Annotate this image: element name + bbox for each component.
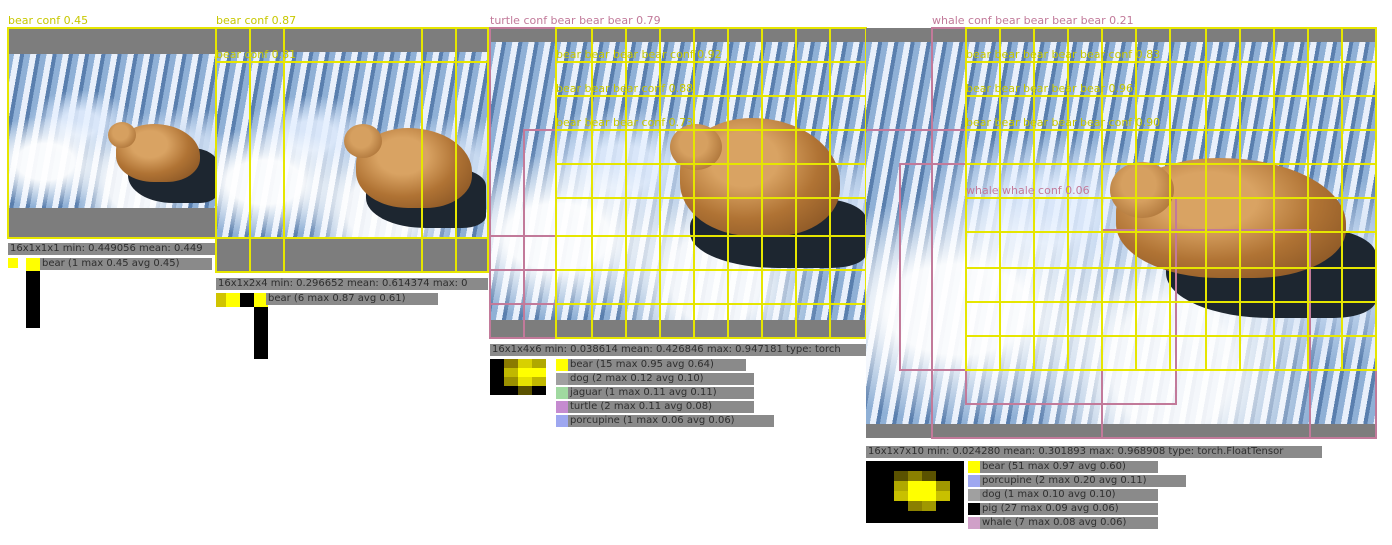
- legend-item: dog (2 max 0.12 avg 0.10): [556, 373, 754, 385]
- tensor-stats: 16x1x2x4 min: 0.296652 mean: 0.614374 ma…: [216, 278, 488, 290]
- legend-item: bear (6 max 0.87 avg 0.61): [254, 293, 438, 305]
- legend-item: pig (27 max 0.09 avg 0.06): [968, 503, 1158, 515]
- color-swatch: [28, 258, 40, 270]
- legend-item: bear (51 max 0.97 avg 0.60): [968, 461, 1158, 473]
- legend-text: dog (1 max 0.10 avg 0.10): [980, 489, 1158, 501]
- color-swatch: [968, 517, 980, 529]
- legend-item: jaguar (1 max 0.11 avg 0.11): [556, 387, 754, 399]
- detection-label: bear conf 0.81: [216, 48, 297, 61]
- color-swatch: [556, 415, 568, 427]
- detection-label: whale whale conf 0.06: [966, 184, 1090, 197]
- heatmap-4: [866, 461, 964, 523]
- detection-label: whale conf bear bear bear bear 0.21: [932, 14, 1134, 27]
- color-swatch: [968, 503, 980, 515]
- legend-text: bear (1 max 0.45 avg 0.45): [40, 258, 212, 270]
- detection-label: turtle conf bear bear bear 0.79: [490, 14, 661, 27]
- detection-label: bear conf 0.87: [216, 14, 297, 27]
- detection-label: bear bear bear bear bear 0.96: [966, 82, 1134, 95]
- color-swatch: [556, 401, 568, 413]
- detection-label: bear bear bear conf 0.88: [556, 82, 694, 95]
- detection-label: bear bear bear bear bear conf 0.90: [966, 116, 1161, 129]
- detection-label: bear bear bear bear conf 0.92: [556, 48, 722, 61]
- detection-label: bear bear bear conf 0.73: [556, 116, 694, 129]
- legend-text: porcupine (2 max 0.20 avg 0.11): [980, 475, 1186, 487]
- legend-item: bear (1 max 0.45 avg 0.45): [28, 258, 212, 270]
- legend-text: bear (6 max 0.87 avg 0.61): [266, 293, 438, 305]
- legend-item: porcupine (2 max 0.20 avg 0.11): [968, 475, 1186, 487]
- detection-label: bear bear bear bear bear conf 0.83: [966, 48, 1161, 61]
- tensor-stats: 16x1x7x10 min: 0.024280 mean: 0.301893 m…: [866, 446, 1322, 458]
- color-swatch: [254, 293, 266, 305]
- color-swatch: [968, 489, 980, 501]
- legend-item: whale (7 max 0.08 avg 0.06): [968, 517, 1158, 529]
- color-swatch: [968, 461, 980, 473]
- tensor-stats: 16x1x1x1 min: 0.449056 mean: 0.449: [8, 243, 215, 255]
- bear-waterfall-image: [490, 28, 866, 338]
- detection-label: bear conf 0.45: [8, 14, 89, 27]
- legend-text: turtle (2 max 0.11 avg 0.08): [568, 401, 754, 413]
- tensor-stats: 16x1x4x6 min: 0.038614 mean: 0.426846 ma…: [490, 344, 866, 356]
- color-swatch: [556, 373, 568, 385]
- bear-waterfall-image: [216, 28, 488, 272]
- color-swatch: [556, 387, 568, 399]
- legend-text: whale (7 max 0.08 avg 0.06): [980, 517, 1158, 529]
- legend-item: turtle (2 max 0.11 avg 0.08): [556, 401, 754, 413]
- legend-text: bear (15 max 0.95 avg 0.64): [568, 359, 746, 371]
- legend-item: porcupine (1 max 0.06 avg 0.06): [556, 415, 774, 427]
- legend-item: bear (15 max 0.95 avg 0.64): [556, 359, 746, 371]
- heatmap-3: [490, 359, 546, 395]
- color-swatch: [968, 475, 980, 487]
- legend-text: bear (51 max 0.97 avg 0.60): [980, 461, 1158, 473]
- legend-text: dog (2 max 0.12 avg 0.10): [568, 373, 754, 385]
- legend-item: dog (1 max 0.10 avg 0.10): [968, 489, 1158, 501]
- legend-text: jaguar (1 max 0.11 avg 0.11): [568, 387, 754, 399]
- legend-text: pig (27 max 0.09 avg 0.06): [980, 503, 1158, 515]
- bear-waterfall-image: [8, 28, 216, 238]
- small-swatch: [8, 258, 18, 268]
- legend-text: porcupine (1 max 0.06 avg 0.06): [568, 415, 774, 427]
- color-swatch: [556, 359, 568, 371]
